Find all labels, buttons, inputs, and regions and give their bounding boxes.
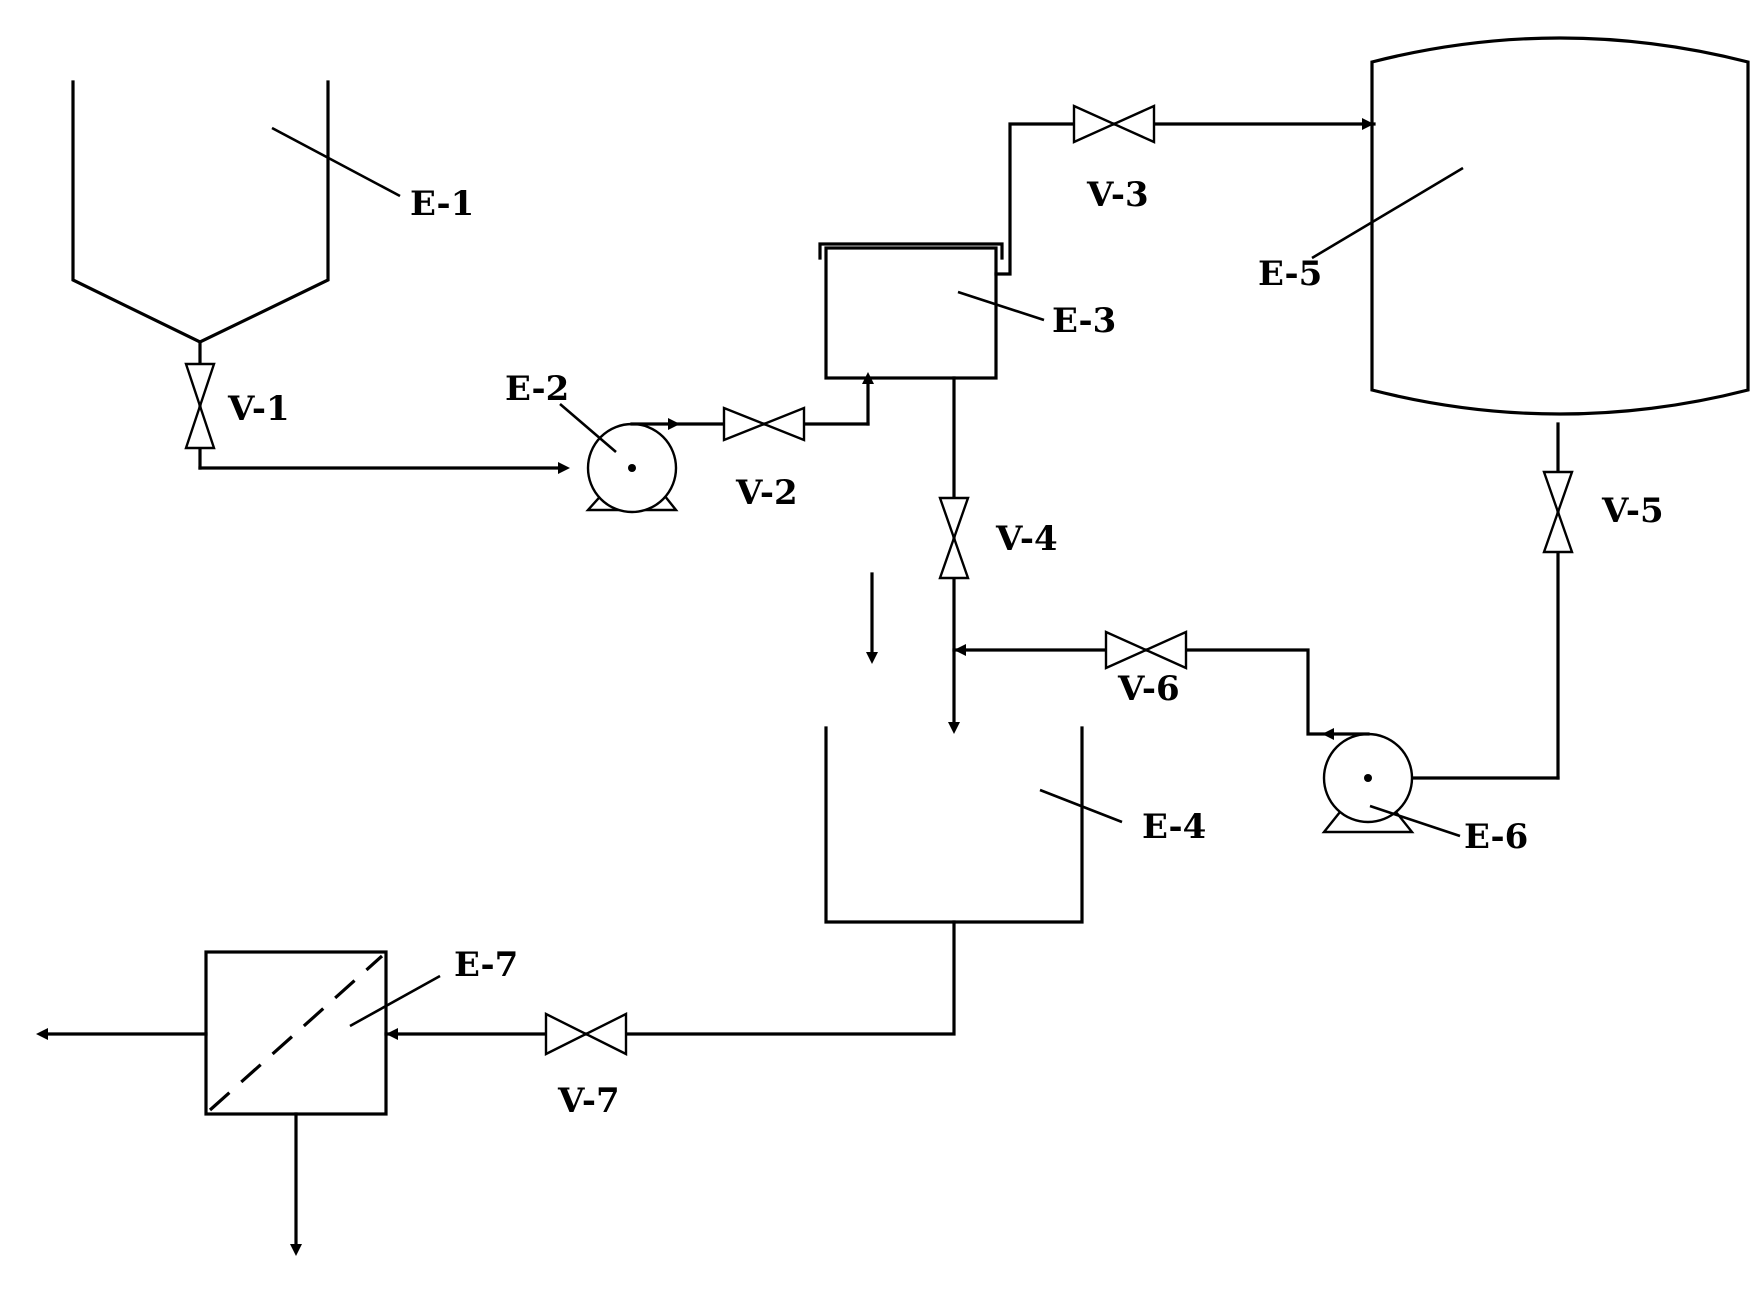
vessel-e5: E-5 bbox=[1258, 36, 1750, 416]
valve-v4[interactable]: V-4 bbox=[938, 496, 1058, 580]
flow-arrow-icon bbox=[558, 462, 570, 474]
valve-icon bbox=[1104, 630, 1149, 670]
leader-line-e6 bbox=[1369, 804, 1461, 838]
valve-icon bbox=[1143, 630, 1188, 670]
valve-icon bbox=[938, 534, 970, 580]
valve-icon bbox=[938, 496, 970, 542]
label-e5: E-5 bbox=[1258, 254, 1322, 294]
valve-icon bbox=[1072, 104, 1117, 144]
valve-icon bbox=[184, 362, 216, 410]
leader-line-e3 bbox=[957, 290, 1045, 322]
valve-v6[interactable]: V-6 bbox=[1104, 630, 1188, 709]
valve-icon bbox=[722, 406, 768, 442]
valve-v2[interactable]: V-2 bbox=[722, 406, 806, 513]
valve-icon bbox=[760, 406, 806, 442]
label-e1: E-1 bbox=[410, 184, 474, 224]
filter-outlet-left bbox=[36, 1028, 208, 1040]
label-e3: E-3 bbox=[1052, 301, 1116, 341]
flow-arrow-icon bbox=[1322, 728, 1334, 740]
label-v5: V-5 bbox=[1601, 491, 1664, 531]
leader-line-e5 bbox=[1311, 166, 1464, 260]
label-v3: V-3 bbox=[1086, 175, 1149, 215]
pump-shaft-icon bbox=[1364, 774, 1372, 782]
pipe-e3-to-e5 bbox=[994, 118, 1376, 276]
filter-e7: E-7 bbox=[204, 945, 518, 1116]
valve-v5[interactable]: V-5 bbox=[1542, 470, 1664, 554]
valve-v1[interactable]: V-1 bbox=[184, 362, 290, 450]
hopper-e1: E-1 bbox=[71, 80, 474, 344]
flow-arrow-icon bbox=[386, 1028, 398, 1040]
tank-e3: E-3 bbox=[818, 242, 1116, 380]
tank-e4: E-4 bbox=[824, 726, 1206, 924]
pump-e2[interactable]: E-2 bbox=[505, 369, 679, 514]
valve-icon bbox=[184, 402, 216, 450]
label-v2: V-2 bbox=[735, 473, 798, 513]
filter-outlet-bottom bbox=[290, 1112, 302, 1256]
label-e2: E-2 bbox=[505, 369, 569, 409]
leader-line-e7 bbox=[349, 974, 441, 1028]
valve-icon bbox=[1542, 508, 1574, 554]
leader-line-e1 bbox=[271, 126, 401, 198]
valve-icon bbox=[544, 1012, 589, 1056]
flow-arrow-icon bbox=[954, 644, 966, 656]
label-v1: V-1 bbox=[227, 389, 290, 429]
flow-arrow-icon bbox=[290, 1244, 302, 1256]
pipe-e5-to-e6 bbox=[1362, 422, 1560, 784]
flow-arrow-icon bbox=[1362, 118, 1374, 130]
flow-arrow-icon bbox=[866, 652, 878, 664]
valve-icon bbox=[1542, 470, 1574, 516]
label-v7: V-7 bbox=[557, 1081, 620, 1121]
leader-line-e4 bbox=[1039, 788, 1123, 824]
flow-arrow-icon bbox=[36, 1028, 48, 1040]
valve-icon bbox=[1111, 104, 1156, 144]
label-e7: E-7 bbox=[454, 945, 518, 985]
valve-icon bbox=[583, 1012, 628, 1056]
feed-arrow-e4 bbox=[866, 572, 878, 664]
pump-e6[interactable]: E-6 bbox=[1321, 732, 1528, 857]
label-e6: E-6 bbox=[1464, 817, 1528, 857]
flow-arrow-icon bbox=[668, 418, 680, 430]
valve-v7[interactable]: V-7 bbox=[544, 1012, 628, 1121]
label-v4: V-4 bbox=[995, 519, 1058, 559]
membrane-icon bbox=[208, 954, 384, 1112]
valve-v3[interactable]: V-3 bbox=[1072, 104, 1156, 215]
pump-shaft-icon bbox=[628, 464, 636, 472]
leader-line-e2 bbox=[559, 403, 617, 453]
flow-arrow-icon bbox=[948, 722, 960, 734]
label-e4: E-4 bbox=[1142, 807, 1206, 847]
label-v6: V-6 bbox=[1117, 669, 1180, 709]
